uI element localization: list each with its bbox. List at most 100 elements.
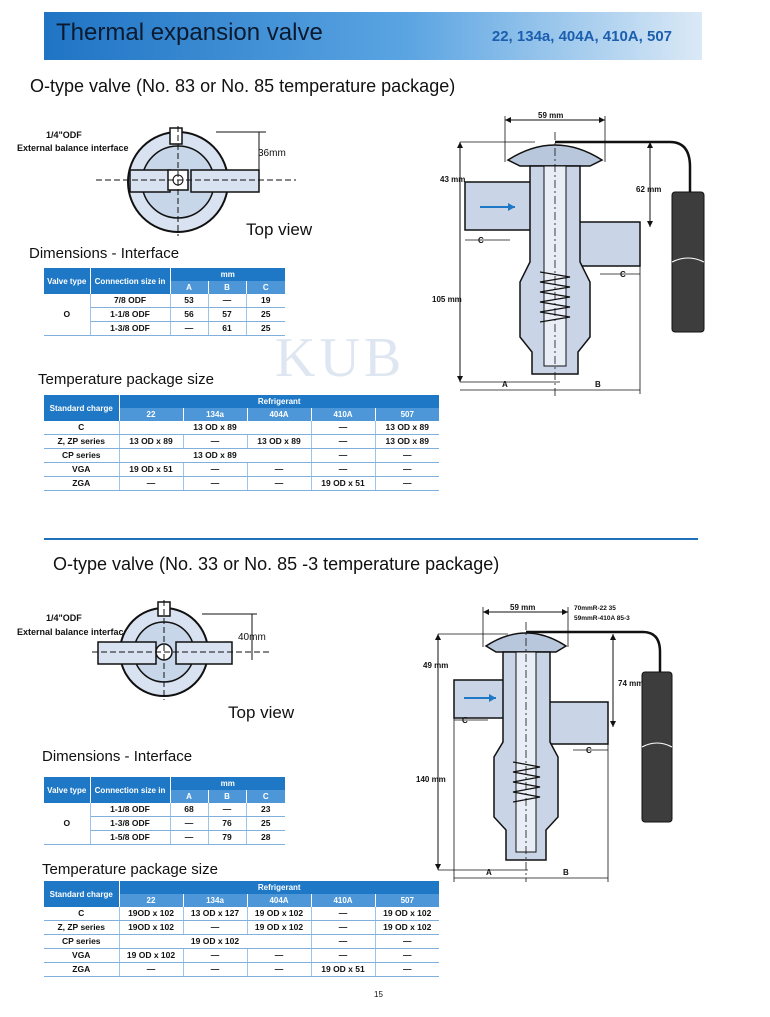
table-row: 1-3/8 ODF — 76 25 [44, 816, 285, 831]
section2-top-height: 40mm [238, 632, 266, 643]
cell: 13 OD x 89 [375, 421, 439, 435]
dim-b-label: B [563, 868, 569, 877]
cell: 13 OD x 89 [375, 434, 439, 449]
col-header-valve-type: Valve type [44, 777, 91, 803]
table-row: ZGA — — — 19 OD x 51 — [44, 476, 439, 491]
valve-type-cell: O [44, 803, 91, 845]
cell: 1-3/8 ODF [90, 321, 171, 336]
dim-left-label: 43 mm [440, 175, 465, 184]
col-header-connection: Connection size in [90, 268, 171, 294]
charge-cell: Z, ZP series [44, 434, 120, 449]
col-header-b: B [208, 281, 247, 294]
table-row: 1-1/8 ODF 56 57 25 [44, 307, 285, 322]
col-header-valve-type: Valve type [44, 268, 91, 294]
cell: — [311, 434, 376, 449]
table-row: VGA 19 OD x 102 — — — — [44, 948, 439, 963]
col-header-mm: mm [170, 268, 285, 281]
col-header-507: 507 [375, 894, 439, 907]
cell: — [311, 907, 376, 921]
table-row: ZGA — — — 19 OD x 51 — [44, 962, 439, 977]
dim-note2: 59mmR-410A 85-3 [574, 615, 630, 622]
table-row: 1-5/8 ODF — 79 28 [44, 830, 285, 845]
cell: 25 [246, 307, 285, 322]
col-header-b: B [208, 790, 247, 803]
cell: — [183, 948, 248, 963]
cell: 25 [246, 816, 285, 831]
dim-left-label: 49 mm [423, 661, 448, 670]
col-header-134a: 134a [183, 408, 248, 421]
cell: 19OD x 102 [119, 920, 184, 935]
cell: — [375, 948, 439, 963]
cell: — [375, 462, 439, 477]
dim-a-label: A [502, 380, 508, 389]
cell: — [170, 830, 209, 845]
cell: 19 OD x 102 [375, 920, 439, 935]
section2-dimension-table: Valve type Connection size in mm A B C O… [44, 777, 285, 845]
cell: 61 [208, 321, 247, 336]
table-row: Z, ZP series 13 OD x 89 — 13 OD x 89 — 1… [44, 434, 439, 449]
cell: 13 OD x 89 [119, 448, 312, 463]
dim-height-label: 105 mm [432, 295, 462, 304]
section1-top-view-label: Top view [246, 220, 313, 239]
dim-top-label: 59 mm [510, 603, 535, 612]
cell: — [375, 934, 439, 949]
cell: — [208, 294, 247, 308]
section1-title: O-type valve (No. 83 or No. 85 temperatu… [30, 76, 456, 96]
table-row: C 19OD x 102 13 OD x 127 19 OD x 102 — 1… [44, 907, 439, 921]
cell: — [208, 803, 247, 817]
section2-dims-title: Dimensions - Interface [42, 748, 193, 765]
col-header-134a: 134a [183, 894, 248, 907]
cell: 7/8 ODF [90, 294, 171, 308]
dim-height-label: 140 mm [416, 775, 446, 784]
cell: — [247, 962, 312, 977]
table-row: O 1-1/8 ODF 68 — 23 [44, 803, 285, 845]
section2-temperature-table: Standard charge Refrigerant 22 134a 404A… [44, 881, 439, 977]
dim-right-label: 74 mm [618, 679, 643, 688]
cell: — [311, 462, 376, 477]
dim-c2-label: C [586, 746, 592, 755]
cell: 19 OD x 102 [375, 907, 439, 921]
cell: — [183, 920, 248, 935]
section1-temp-title: Temperature package size [38, 371, 214, 388]
cell: — [119, 962, 184, 977]
col-header-a: A [170, 281, 209, 294]
cell: 68 [170, 803, 209, 817]
section1-top-height: 36mm [258, 148, 286, 159]
cell: — [311, 421, 376, 435]
cell: — [119, 476, 184, 491]
cell: 79 [208, 830, 247, 845]
cell: — [247, 476, 312, 491]
section1-balance-label: External balance interface [17, 143, 129, 153]
cell: 1-5/8 ODF [90, 830, 171, 845]
dim-b-label: B [595, 380, 601, 389]
refrigerant-list: 22, 134a, 404A, 410A, 507 [491, 28, 672, 45]
section2-odf-label: 1/4"ODF [46, 613, 82, 623]
col-header-c: C [246, 790, 285, 803]
col-header-c: C [246, 281, 285, 294]
charge-cell: C [44, 907, 120, 921]
cell: 1-1/8 ODF [90, 307, 171, 322]
charge-cell: ZGA [44, 476, 120, 491]
cell: — [170, 321, 209, 336]
col-header-404a: 404A [247, 894, 312, 907]
section2-valve-cross-section: 59 mm 70mmR-22 35 59mmR-410A 85-3 49 mm … [416, 602, 688, 887]
cell: 56 [170, 307, 209, 322]
col-header-22: 22 [119, 894, 184, 907]
cell: 76 [208, 816, 247, 831]
col-header-refrigerant: Refrigerant [119, 881, 439, 894]
dim-c1-label: C [478, 236, 484, 245]
cell: 1-3/8 ODF [90, 816, 171, 831]
cell: — [375, 476, 439, 491]
cell: 13 OD x 89 [119, 434, 184, 449]
cell: — [183, 962, 248, 977]
cell: — [311, 934, 376, 949]
dim-c1-label: C [462, 716, 468, 725]
section1-dims-title: Dimensions - Interface [29, 245, 180, 262]
cell: — [311, 920, 376, 935]
col-header-22: 22 [119, 408, 184, 421]
section1-dimension-table: Valve type Connection size in mm A B C O… [44, 268, 285, 336]
section-divider [44, 538, 698, 540]
cell: — [183, 476, 248, 491]
watermark: KUB [275, 327, 406, 389]
col-header-standard-charge: Standard charge [44, 881, 120, 907]
